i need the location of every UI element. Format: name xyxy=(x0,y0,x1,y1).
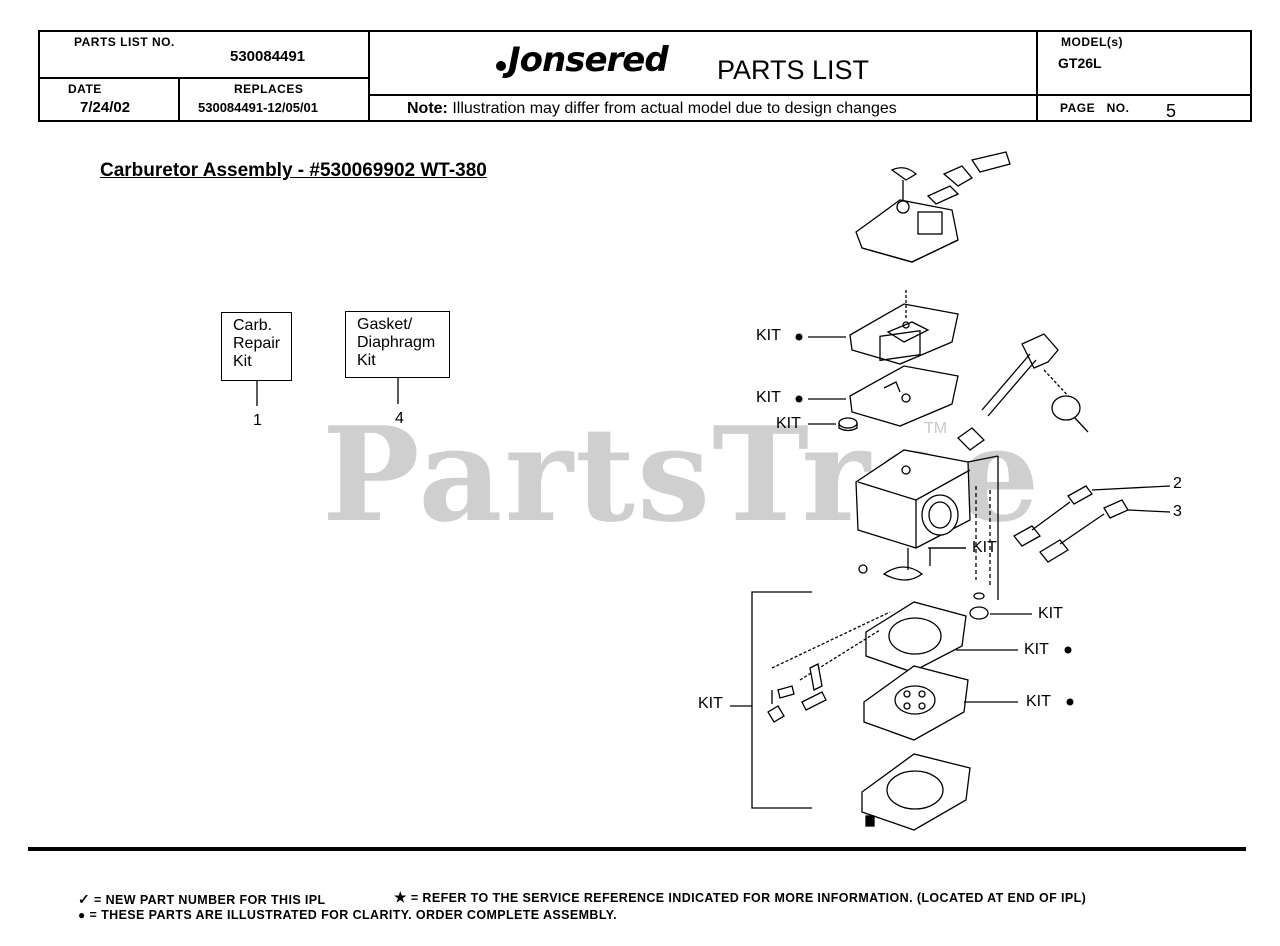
parts-list-no: 530084491 xyxy=(230,48,306,65)
legend-clarity: ● = THESE PARTS ARE ILLUSTRATED FOR CLAR… xyxy=(78,908,617,922)
legend-new-part: ✓ = NEW PART NUMBER FOR THIS IPL xyxy=(78,891,326,907)
model-label: MODEL(s) xyxy=(1061,35,1123,49)
watermark-tm: TM xyxy=(924,420,948,437)
note: Note: Illustration may differ from actua… xyxy=(407,100,897,117)
kit-ref-1: 1 xyxy=(253,412,262,429)
footer-rule xyxy=(28,847,1246,851)
brand-logo: Jonsered xyxy=(496,40,669,80)
page-number: 5 xyxy=(1166,101,1177,121)
kit-label-gasket-top: KIT xyxy=(756,327,781,344)
replaces-value: 530084491-12/05/01 xyxy=(198,100,319,115)
section-title: Carburetor Assembly - #530069902 WT-380 xyxy=(100,160,487,181)
ref-3: 3 xyxy=(1173,503,1182,520)
star-icon: ★ xyxy=(394,889,407,905)
kit-label-diaphragm: KIT xyxy=(1026,693,1051,710)
parts-list-no-label: PARTS LIST NO. xyxy=(74,35,175,49)
kit-label-washer: KIT xyxy=(1038,605,1063,622)
legend-refer: ★ = REFER TO THE SERVICE REFERENCE INDIC… xyxy=(394,889,1087,905)
ref-2: 2 xyxy=(1173,475,1182,492)
page-label: PAGE NO. xyxy=(1060,101,1130,115)
parts-list-title: PARTS LIST xyxy=(717,55,870,85)
date-label: DATE xyxy=(68,82,102,96)
kit-ref-4: 4 xyxy=(395,410,404,427)
logo-dot xyxy=(496,61,506,71)
kit-label-inlet: KIT xyxy=(698,695,723,712)
kit-label-metering-gasket: KIT xyxy=(1024,641,1049,658)
model-value: GT26L xyxy=(1058,55,1102,71)
header-table xyxy=(38,30,1252,122)
check-icon: ✓ xyxy=(78,891,91,907)
bullet-icon: ● xyxy=(78,908,86,922)
kit-label-body: KIT xyxy=(972,539,997,556)
kit-label-disk: KIT xyxy=(776,415,801,432)
kit-label-gasket-2: KIT xyxy=(756,389,781,406)
replaces-label: REPLACES xyxy=(234,82,304,96)
date-value: 7/24/02 xyxy=(80,99,131,116)
bullet-dots xyxy=(795,333,1074,706)
